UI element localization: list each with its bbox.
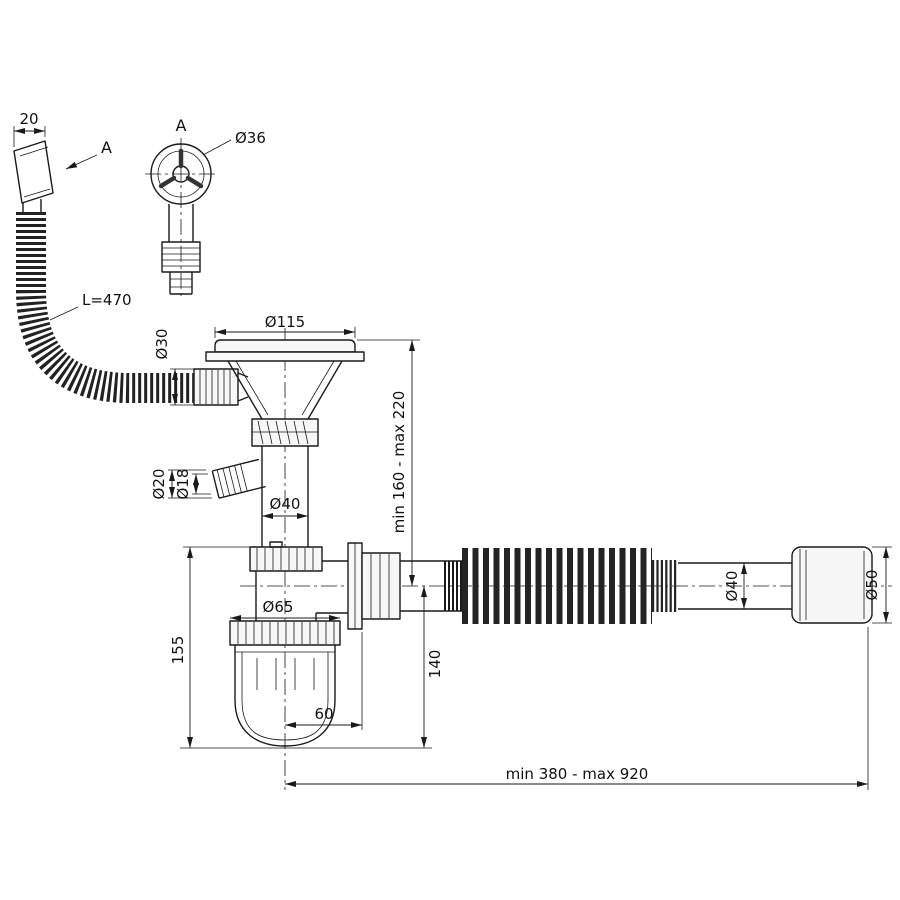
dim-40-body-label: Ø40: [270, 495, 301, 513]
dim-155: 155: [169, 546, 432, 749]
overflow-fitting: [13, 140, 54, 212]
dim-155-label: 155: [169, 636, 187, 665]
dim-height-range-label: min 160 - max 220: [390, 391, 408, 534]
detail-diameter-label: Ø36: [235, 129, 266, 147]
section-arrow-label: A: [101, 138, 112, 157]
dim-40-outlet-label: Ø40: [723, 571, 741, 602]
dim-length-range: min 380 - max 920: [285, 627, 869, 790]
upper-nut: [251, 418, 319, 447]
dim-30-label: Ø30: [153, 329, 171, 360]
dim-width-20: 20: [13, 110, 46, 147]
lower-nut: [249, 541, 323, 572]
section-arrow-a: A: [65, 138, 112, 170]
side-nozzle: [211, 458, 266, 499]
dim-cup: Ø65: [230, 598, 340, 621]
dim-20-label: 20: [19, 110, 38, 128]
dim-140-label: 140: [426, 650, 444, 679]
dim-60-label: 60: [314, 705, 333, 723]
sink-flange: [205, 339, 365, 420]
dim-flange: Ø115: [214, 313, 356, 338]
dim-60: 60: [285, 632, 363, 730]
dim-cuff: Ø50: [863, 546, 892, 624]
detail-view-a: A Ø36: [150, 116, 266, 295]
overflow-hose: [16, 212, 194, 403]
body-tube: [261, 446, 309, 547]
overflow-inlet-nut: [193, 368, 249, 406]
outlet-pipe: [400, 548, 792, 624]
dim-65-label: Ø65: [263, 598, 294, 616]
dim-50-label: Ø50: [863, 570, 881, 601]
dim-overflow-nut: Ø30: [153, 329, 194, 406]
dim-outlet-pipe: Ø40: [723, 563, 747, 609]
cup-body: [234, 645, 336, 747]
dim-nozzle: Ø20 Ø18: [150, 469, 212, 500]
dim-115-label: Ø115: [265, 313, 305, 331]
dim-length-range-label: min 380 - max 920: [506, 765, 649, 783]
dim-20d-label: Ø20: [150, 469, 168, 500]
dim-18d-label: Ø18: [174, 469, 192, 500]
dim-height-range: min 160 - max 220: [357, 339, 420, 586]
dim-140: 140: [421, 586, 444, 748]
centerlines: [145, 138, 892, 790]
end-cuff: [791, 546, 873, 624]
hose-length-callout: L=470: [49, 291, 132, 321]
outlet-flange: [347, 542, 401, 630]
detail-title-label: A: [176, 116, 187, 135]
hose-length-label: L=470: [82, 291, 132, 309]
cup-ring: [229, 620, 341, 646]
dim-body: Ø40: [262, 495, 308, 519]
